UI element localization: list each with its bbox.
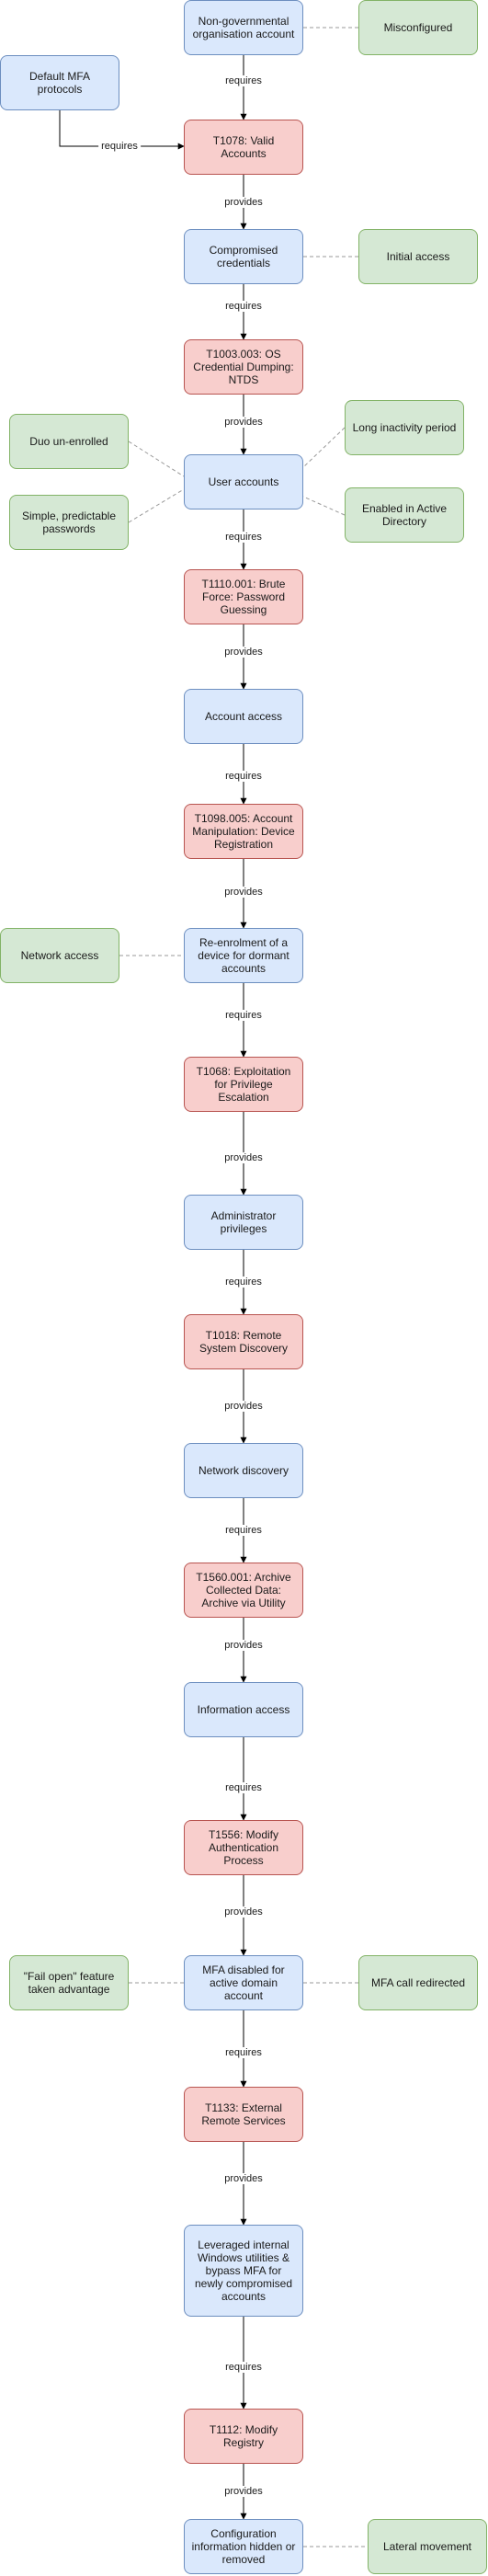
node-admin-privileges: Administrator privileges	[184, 1195, 303, 1250]
edge-label-provides: provides	[221, 2486, 266, 2497]
node-simple-passwords: Simple, predictable passwords	[9, 495, 129, 550]
node-ngo-account: Non-governmental organisation account	[184, 0, 303, 55]
edge-label-provides: provides	[221, 417, 266, 428]
edge-label-provides: provides	[221, 1640, 266, 1651]
dashed-connector	[302, 496, 346, 516]
node-t1098: T1098.005: Account Manipulation: Device …	[184, 804, 303, 859]
edge-label-requires: requires	[222, 301, 265, 312]
node-network-access: Network access	[0, 928, 119, 983]
edge-label-provides: provides	[221, 887, 266, 898]
edge-label-provides: provides	[221, 2173, 266, 2184]
edge-label-requires: requires	[222, 1277, 265, 1288]
edge-label-requires: requires	[222, 1010, 265, 1021]
node-t1560: T1560.001: Archive Collected Data: Archi…	[184, 1563, 303, 1618]
node-config-hidden: Configuration information hidden or remo…	[184, 2519, 303, 2574]
node-t1110: T1110.001: Brute Force: Password Guessin…	[184, 569, 303, 624]
node-user-accounts: User accounts	[184, 454, 303, 509]
edge-label-provides: provides	[221, 1906, 266, 1918]
node-misconfigured: Misconfigured	[358, 0, 478, 55]
dashed-connector	[302, 427, 346, 468]
node-information-access: Information access	[184, 1682, 303, 1737]
node-t1078: T1078: Valid Accounts	[184, 120, 303, 175]
node-t1133: T1133: External Remote Services	[184, 2087, 303, 2142]
node-mfa-disabled: MFA disabled for active domain account	[184, 1955, 303, 2010]
edge-label-requires: requires	[222, 532, 265, 543]
node-t1112: T1112: Modify Registry	[184, 2409, 303, 2464]
node-initial-access: Initial access	[358, 229, 478, 284]
node-compromised-credentials: Compromised credentials	[184, 229, 303, 284]
node-account-access: Account access	[184, 689, 303, 744]
node-t1003: T1003.003: OS Credential Dumping: NTDS	[184, 339, 303, 395]
edge-label-provides: provides	[221, 197, 266, 208]
node-enabled-ad: Enabled in Active Directory	[345, 487, 464, 543]
node-t1068: T1068: Exploitation for Privilege Escala…	[184, 1057, 303, 1112]
edge-label-requires: requires	[222, 2362, 265, 2373]
edge-label-requires: requires	[222, 771, 265, 782]
edge-label-requires: requires	[222, 1525, 265, 1536]
node-long-inactivity: Long inactivity period	[345, 400, 464, 455]
edge-label-requires: requires	[98, 141, 141, 152]
edge-label-provides: provides	[221, 647, 266, 658]
edge-label-provides: provides	[221, 1401, 266, 1412]
node-leveraged-windows: Leveraged internal Windows utilities & b…	[184, 2225, 303, 2317]
arrow-connector	[59, 110, 185, 150]
node-lateral-movement: Lateral movement	[368, 2519, 487, 2574]
edge-label-provides: provides	[221, 1152, 266, 1163]
node-network-discovery: Network discovery	[184, 1443, 303, 1498]
node-reenrolment: Re-enrolment of a device for dormant acc…	[184, 928, 303, 983]
node-t1556: T1556: Modify Authentication Process	[184, 1820, 303, 1875]
dashed-connector	[128, 488, 185, 523]
dashed-connector	[128, 441, 185, 477]
edge-label-requires: requires	[222, 75, 265, 86]
node-fail-open: "Fail open" feature taken advantage	[9, 1955, 129, 2010]
edge-label-requires: requires	[222, 2047, 265, 2058]
node-default-mfa: Default MFA protocols	[0, 55, 119, 110]
edge-label-requires: requires	[222, 1782, 265, 1793]
node-t1018: T1018: Remote System Discovery	[184, 1314, 303, 1369]
node-duo-unenrolled: Duo un-enrolled	[9, 414, 129, 469]
node-mfa-call-redirected: MFA call redirected	[358, 1955, 478, 2010]
